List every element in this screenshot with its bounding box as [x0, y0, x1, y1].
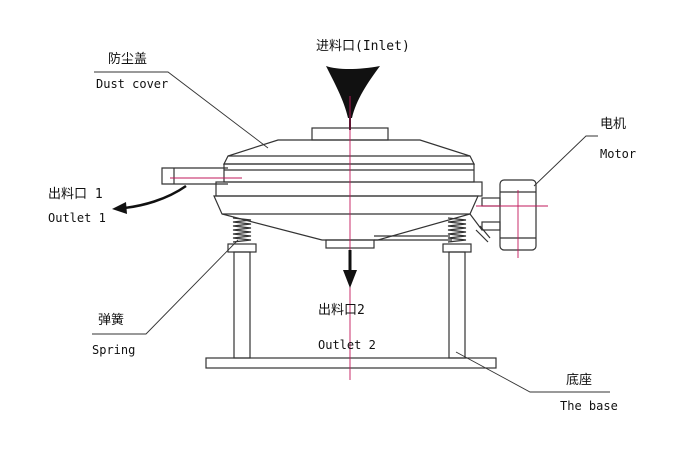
base-label-cn: 底座: [566, 372, 592, 388]
inlet-label: 进料口(Inlet): [316, 39, 410, 54]
right-spring: [447, 217, 467, 243]
lower-hopper: [213, 195, 479, 241]
dust-cover-label-en: Dust cover: [96, 77, 168, 91]
outlet1-arrow: [123, 184, 187, 210]
spring-label-cn: 弹簧: [98, 312, 124, 328]
base-plate: [205, 357, 497, 369]
dust-cover-label-cn: 防尘盖: [108, 51, 147, 67]
left-spring-seat: [227, 243, 257, 253]
left-spring: [232, 217, 252, 243]
outlet2-arrow-head: [343, 270, 357, 288]
right-leg: [448, 251, 466, 359]
sieve-frame-lower: [215, 181, 483, 197]
outlet1-label-cn: 出料口 1: [48, 187, 103, 202]
outlet2-label-cn: 出料口2: [318, 303, 365, 318]
right-spring-seat: [442, 243, 472, 253]
outlet1-spout: [161, 167, 228, 185]
inlet-funnel: [326, 66, 380, 118]
outlet2-label-en: Outlet 2: [318, 338, 376, 352]
motor-label-cn: 电机: [600, 117, 626, 132]
machine-drawing: [161, 127, 537, 369]
spring-label-en: Spring: [92, 343, 135, 357]
left-leg: [233, 251, 251, 359]
leader-lines: [92, 71, 610, 393]
outlet1-label-en: Outlet 1: [48, 211, 106, 225]
base-label-en: The base: [560, 399, 618, 413]
motor-label-en: Motor: [600, 147, 636, 161]
sieve-frame-upper: [223, 163, 475, 183]
